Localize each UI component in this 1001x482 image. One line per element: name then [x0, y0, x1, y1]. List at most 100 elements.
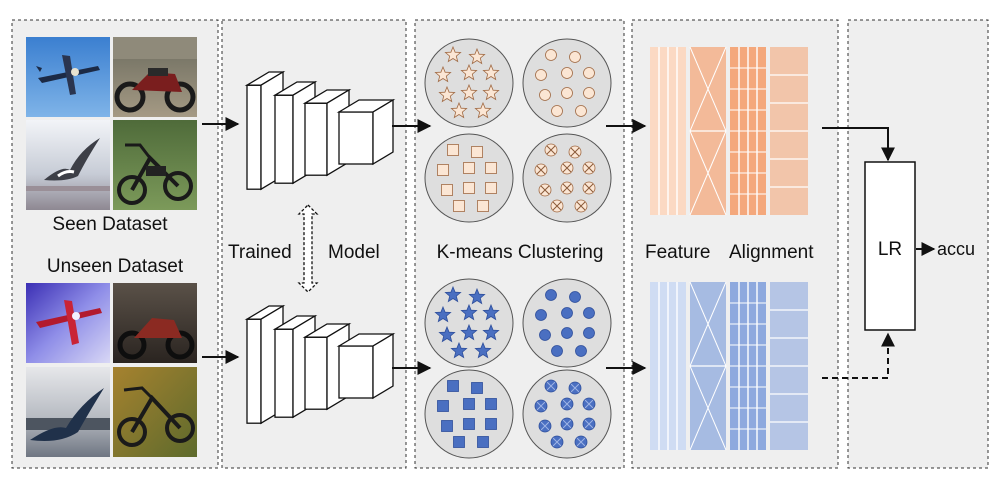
cluster-disc [522, 278, 612, 368]
star-marker [468, 47, 486, 65]
star-marker [450, 101, 468, 119]
airplane-image [26, 283, 110, 363]
lr-classifier-box [864, 161, 916, 331]
unseen-cluster [522, 369, 612, 459]
crossed-circle-marker [560, 161, 574, 175]
crossed-circle-marker [574, 435, 588, 449]
circle-marker [583, 327, 595, 339]
star-marker [444, 45, 462, 63]
airplane-image [26, 37, 110, 117]
crossed-circle-x [584, 419, 594, 429]
square-marker [447, 380, 459, 392]
square-marker [477, 200, 489, 212]
model-label: Model [328, 242, 380, 263]
star-marker [438, 85, 456, 103]
crossed-circle-marker [550, 435, 564, 449]
star-marker [482, 323, 500, 341]
crossed-circle-x [562, 399, 572, 409]
square-marker [485, 418, 497, 430]
star-marker [482, 83, 500, 101]
crossed-circle-marker [534, 163, 548, 177]
circle-marker [583, 307, 595, 319]
crossed-circle-marker [560, 397, 574, 411]
square-marker [453, 200, 465, 212]
cell-cross [689, 46, 727, 132]
circle-marker [539, 89, 551, 101]
unseen-image-grid [26, 283, 197, 457]
circle-marker [545, 289, 557, 301]
accu-label: accu [937, 239, 975, 259]
star-marker [460, 63, 478, 81]
star-marker [474, 101, 492, 119]
unseen-feature-block [650, 281, 808, 451]
square-marker [453, 436, 465, 448]
circle-marker [561, 87, 573, 99]
cluster-disc [522, 369, 612, 459]
motorcycle-image [113, 37, 197, 117]
square-marker [471, 382, 483, 394]
unseen-cluster [424, 278, 514, 368]
circle-marker [575, 105, 587, 117]
unseen-cluster [522, 278, 612, 368]
circle-marker [539, 329, 551, 341]
square-marker [441, 420, 453, 432]
star-marker [460, 303, 478, 321]
star-marker [482, 63, 500, 81]
circle-marker [583, 87, 595, 99]
feature-label: Feature [645, 242, 710, 263]
crossed-circle-marker [582, 181, 596, 195]
seagull-image [26, 120, 110, 210]
square-marker [447, 144, 459, 156]
crossed-circle-x [540, 421, 550, 431]
crossed-circle-marker [582, 397, 596, 411]
circle-marker [535, 69, 547, 81]
circle-marker [569, 51, 581, 63]
layer-front-face [246, 318, 262, 424]
crossed-circle-marker [560, 417, 574, 431]
layer-front-face [304, 102, 328, 176]
crossed-circle-marker [568, 145, 582, 159]
seen-to-lr-arrow [822, 127, 895, 162]
star-marker [444, 285, 462, 303]
square-marker [471, 146, 483, 158]
square-marker [463, 182, 475, 194]
unseen-cluster [424, 369, 514, 459]
unseen-model [244, 304, 396, 425]
crossed-circle-x [546, 381, 556, 391]
seen-model [244, 70, 396, 191]
star-marker [460, 323, 478, 341]
square-marker [485, 182, 497, 194]
star-marker [482, 303, 500, 321]
square-marker [441, 184, 453, 196]
square-marker [463, 418, 475, 430]
square-marker [463, 162, 475, 174]
cluster-disc [522, 38, 612, 128]
alignment-label: Alignment [729, 242, 814, 263]
cell-cross [689, 281, 727, 367]
cell-cross [689, 130, 727, 216]
crossed-circle-x [540, 185, 550, 195]
motorcycle-image [113, 283, 197, 363]
crossed-circle-x [562, 183, 572, 193]
layer-front-face [274, 328, 294, 418]
circle-marker [575, 345, 587, 357]
circle-marker [535, 309, 547, 321]
seen-feature-block [650, 46, 808, 216]
moped-image [113, 367, 197, 457]
seen-dataset-label: Seen Dataset [52, 214, 168, 235]
square-marker [437, 400, 449, 412]
crossed-circle-marker [534, 399, 548, 413]
crossed-circle-x [584, 399, 594, 409]
square-marker [485, 162, 497, 174]
layer-front-face [274, 94, 294, 184]
seen-image-grid [26, 37, 197, 210]
seagull-image [26, 367, 110, 457]
crossed-circle-marker [538, 419, 552, 433]
crossed-circle-x [562, 163, 572, 173]
unseen-dataset-label: Unseen Dataset [47, 256, 184, 277]
circle-marker [551, 345, 563, 357]
circle-marker [569, 291, 581, 303]
trained-label: Trained [228, 242, 292, 263]
seen-cluster [522, 38, 612, 128]
crossed-circle-x [562, 419, 572, 429]
